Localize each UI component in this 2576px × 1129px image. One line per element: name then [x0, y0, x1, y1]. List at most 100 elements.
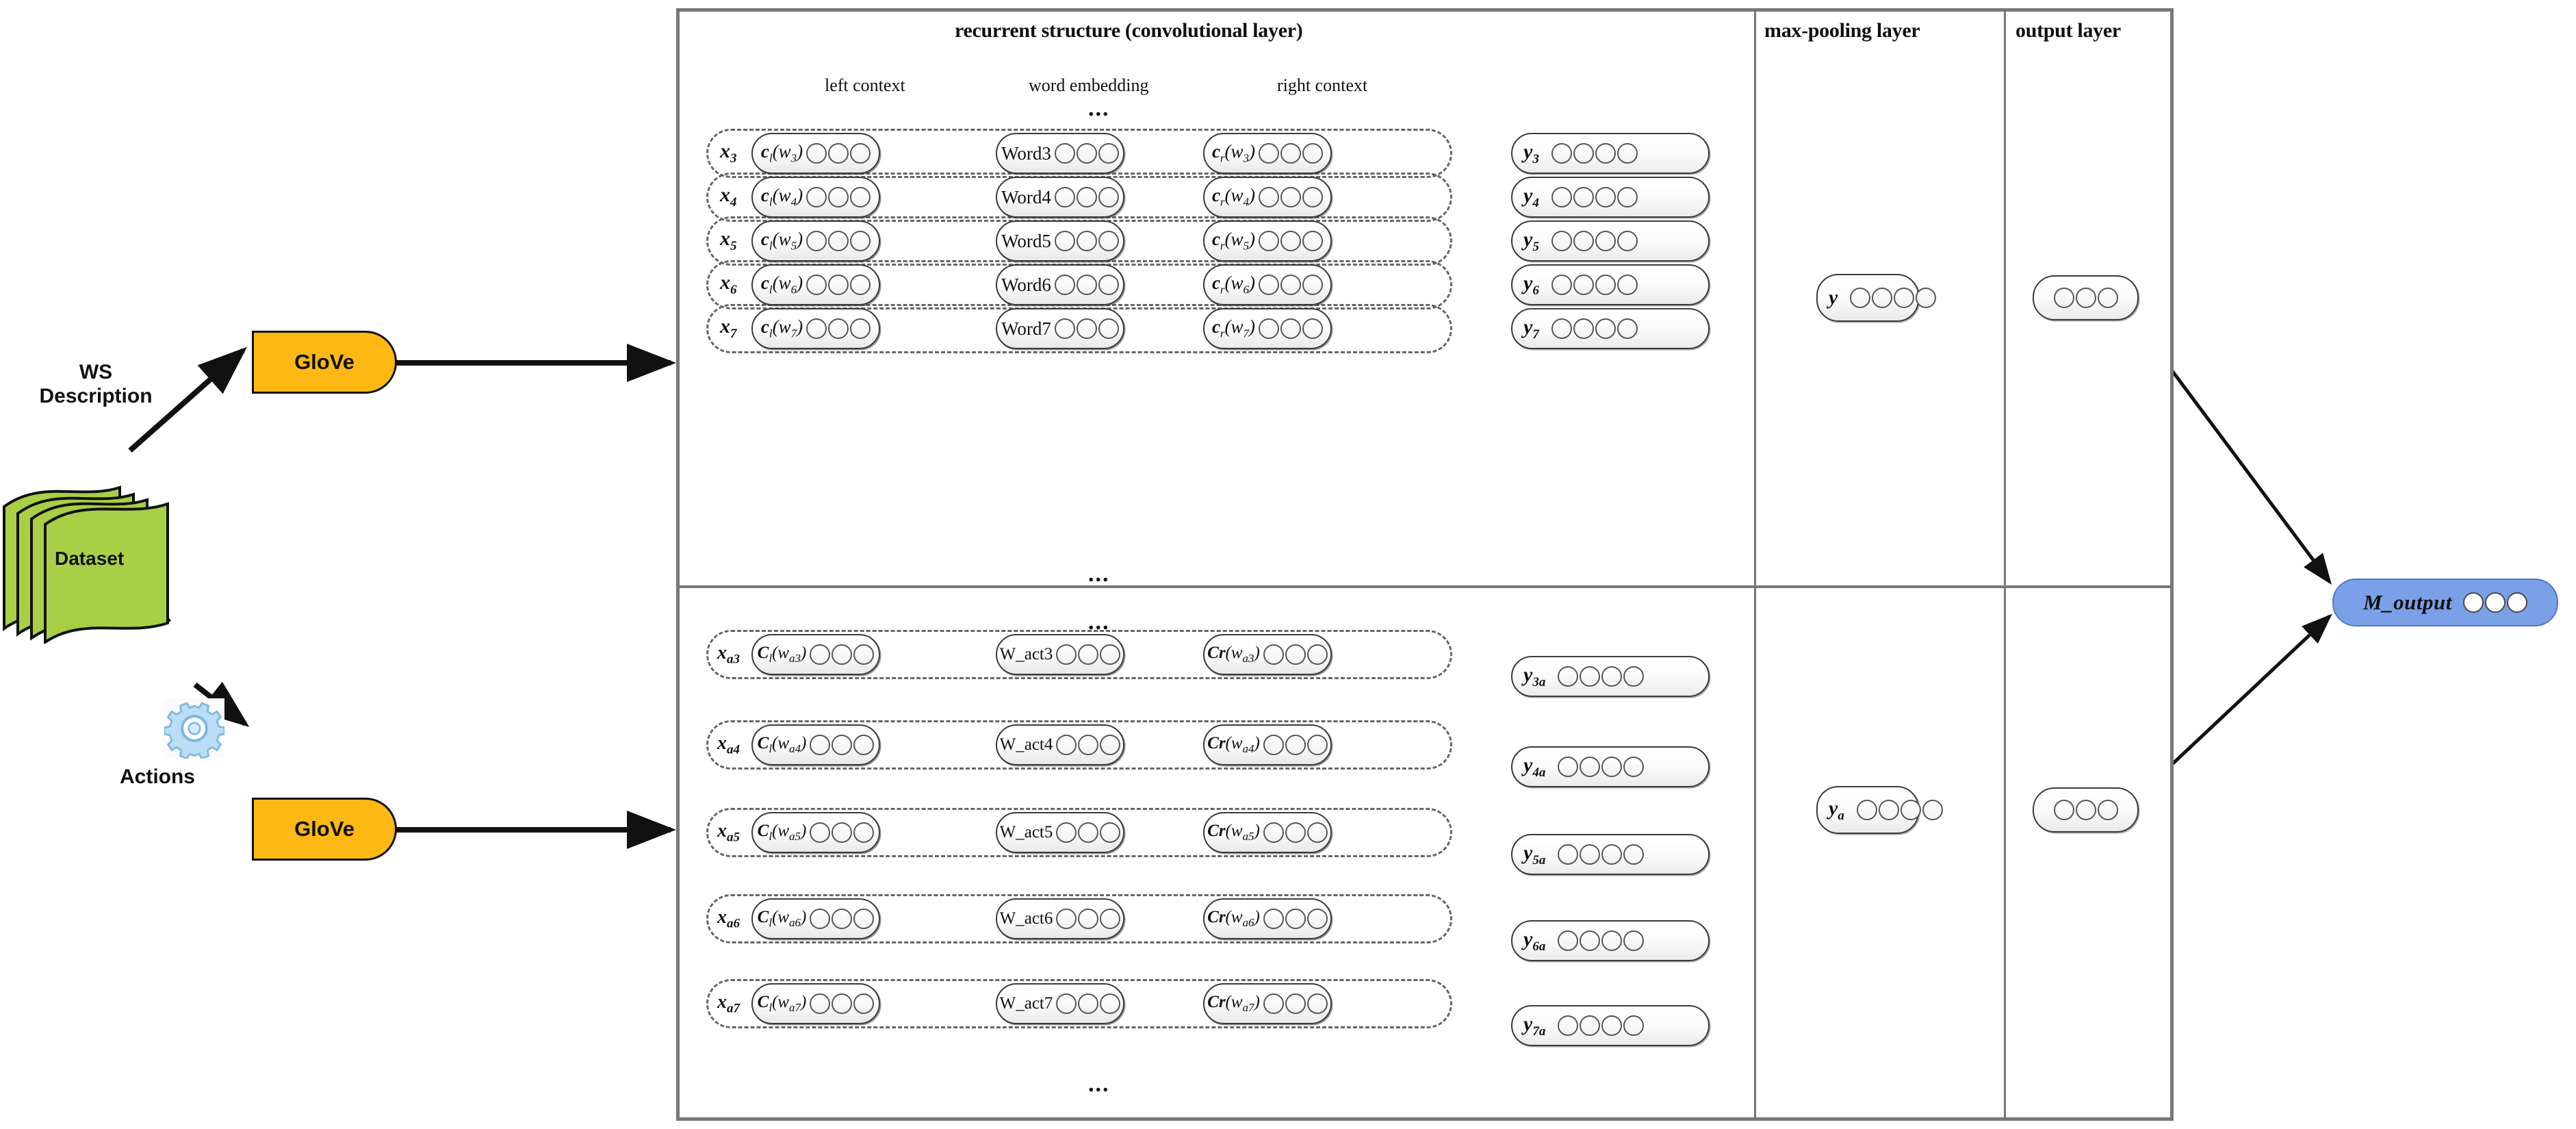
- y-node[interactable]: y3a: [1511, 656, 1710, 697]
- neuron-dot: [1601, 844, 1623, 865]
- y-node[interactable]: y3: [1511, 133, 1710, 174]
- word-embedding-node[interactable]: Word7: [996, 308, 1124, 349]
- neuron-dot: [1056, 735, 1077, 755]
- neuron-dot: [1054, 318, 1075, 339]
- neuron-dot: [1054, 187, 1075, 207]
- right-context-node[interactable]: cr(w7): [1203, 308, 1332, 349]
- subheader-word-embedding: word embedding: [1029, 75, 1149, 95]
- left-context-node[interactable]: cl(w3): [751, 133, 880, 174]
- neuron-dot: [1580, 844, 1601, 865]
- maxpool-node-top[interactable]: y: [1816, 274, 1937, 322]
- y-node[interactable]: y7: [1511, 308, 1710, 349]
- left-context-node[interactable]: Cl(wa6): [751, 898, 880, 939]
- neuron-dot: [810, 822, 831, 843]
- word-embedding-node[interactable]: W_act6: [996, 898, 1124, 939]
- neuron-dot: [1551, 143, 1572, 164]
- left-context-node[interactable]: Cl(wa5): [751, 812, 880, 853]
- x-label: xa7: [717, 991, 740, 1016]
- neuron-dot: [1076, 275, 1097, 295]
- actions-label: Actions: [119, 765, 195, 788]
- glove-bottom-box[interactable]: GloVe: [252, 798, 397, 861]
- y-node[interactable]: y6a: [1511, 920, 1710, 961]
- word-embedding-dots: [1056, 822, 1121, 843]
- left-context-label: Cl(wa5): [757, 822, 807, 843]
- neuron-dot: [1054, 143, 1075, 164]
- right-context-node[interactable]: cr(w5): [1203, 220, 1332, 262]
- right-context-node[interactable]: Cr(wa6): [1203, 898, 1332, 939]
- neuron-dot: [2097, 800, 2118, 820]
- neuron-dot: [2075, 800, 2096, 820]
- y-label: y6a: [1523, 927, 1546, 954]
- right-context-label: Cr(wa3): [1207, 644, 1260, 665]
- word-embedding-node[interactable]: W_act4: [996, 724, 1124, 765]
- y-node[interactable]: y4a: [1511, 746, 1710, 787]
- y-node-dots: [1551, 318, 1638, 339]
- x-group-row: [706, 630, 1452, 679]
- left-context-label: cl(w6): [760, 272, 803, 296]
- y-label: y3a: [1523, 663, 1546, 689]
- left-context-node[interactable]: cl(w5): [751, 220, 880, 262]
- row-divider-blocks: [680, 585, 2170, 588]
- left-context-dots: [810, 822, 875, 843]
- word-embedding-node[interactable]: Word5: [996, 220, 1124, 262]
- maxpool-dots: [1856, 800, 1943, 820]
- word-embedding-dots: [1054, 143, 1119, 164]
- right-context-node[interactable]: Cr(wa7): [1203, 983, 1332, 1024]
- right-context-node[interactable]: cr(w4): [1203, 177, 1332, 218]
- y-node-dots: [1558, 844, 1645, 865]
- y-node[interactable]: y5a: [1511, 834, 1710, 875]
- neuron-dot: [1280, 187, 1302, 207]
- right-context-node[interactable]: Cr(wa4): [1203, 724, 1332, 765]
- left-context-node[interactable]: Cl(wa4): [751, 724, 880, 765]
- neuron-dot: [828, 318, 849, 339]
- neuron-dot: [1306, 909, 1328, 929]
- neuron-dot: [1580, 930, 1601, 951]
- y-node[interactable]: y4: [1511, 177, 1710, 218]
- neuron-dot: [1098, 143, 1119, 164]
- neuron-dot: [1076, 231, 1097, 251]
- neuron-dot: [1617, 275, 1638, 295]
- y-node[interactable]: y6: [1511, 264, 1710, 305]
- neuron-dot: [1595, 318, 1616, 339]
- left-context-node[interactable]: Cl(wa3): [751, 634, 880, 675]
- word-embedding-node[interactable]: W_act5: [996, 812, 1124, 853]
- word-embedding-node[interactable]: Word3: [996, 133, 1124, 174]
- neuron-dot: [1595, 275, 1616, 295]
- neuron-dot: [850, 187, 871, 207]
- y-node[interactable]: y7a: [1511, 1005, 1710, 1046]
- word-embedding-node[interactable]: Word4: [996, 177, 1124, 218]
- left-context-label: Cl(wa6): [757, 908, 807, 929]
- neuron-dot: [1872, 288, 1893, 308]
- left-context-label: cl(w7): [760, 316, 803, 340]
- left-context-node[interactable]: cl(w4): [751, 177, 880, 218]
- neuron-dot: [1595, 187, 1616, 207]
- neuron-dot: [1263, 735, 1284, 755]
- output-node-top[interactable]: [2033, 275, 2139, 320]
- m-output-node[interactable]: M_output: [2332, 579, 2558, 626]
- output-node-bottom[interactable]: [2033, 787, 2139, 833]
- y-node[interactable]: y5: [1511, 220, 1710, 262]
- glove-top-box[interactable]: GloVe: [252, 331, 397, 394]
- right-context-node[interactable]: Cr(wa5): [1203, 812, 1332, 853]
- neuron-dot: [828, 143, 849, 164]
- right-context-node[interactable]: cr(w3): [1203, 133, 1332, 174]
- right-context-node[interactable]: Cr(wa3): [1203, 634, 1332, 675]
- left-context-node[interactable]: cl(w7): [751, 308, 880, 349]
- right-context-node[interactable]: cr(w6): [1203, 264, 1332, 305]
- neuron-dot: [1916, 288, 1937, 308]
- left-context-node[interactable]: Cl(wa7): [751, 983, 880, 1024]
- neuron-dot: [1280, 318, 1302, 339]
- title-recurrent-structure: recurrent structure (convolutional layer…: [955, 19, 1303, 42]
- neuron-dot: [850, 318, 871, 339]
- neuron-dot: [1280, 143, 1302, 164]
- word-embedding-node[interactable]: W_act3: [996, 634, 1124, 675]
- left-context-dots: [806, 187, 871, 207]
- ellipsis-top-bottom: ...: [1088, 561, 1110, 587]
- word-embedding-node[interactable]: Word6: [996, 264, 1124, 305]
- left-context-dots: [806, 275, 871, 295]
- word-embedding-node[interactable]: W_act7: [996, 983, 1124, 1024]
- left-context-dots: [810, 909, 875, 929]
- left-context-node[interactable]: cl(w6): [751, 264, 880, 305]
- maxpool-node-bottom[interactable]: ya: [1816, 786, 1943, 834]
- word-embedding-dots: [1056, 644, 1121, 665]
